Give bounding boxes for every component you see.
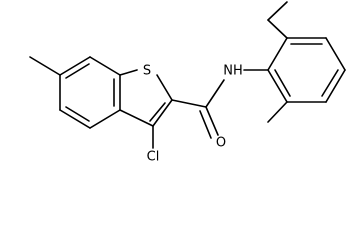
bond <box>267 101 288 123</box>
sulfur-atom: S <box>143 64 151 79</box>
chemical-structure-diagram: S NH O Cl <box>29 1 346 165</box>
bond <box>171 99 207 108</box>
double-bond-inner <box>149 102 166 122</box>
bond <box>59 109 91 129</box>
bond <box>29 56 61 76</box>
atom-label-layer: S NH O Cl <box>143 64 243 165</box>
carbonyl-oxygen-atom: O <box>216 136 226 151</box>
bond <box>325 37 346 71</box>
amide-nh-label: NH <box>223 64 243 79</box>
bond <box>267 19 288 39</box>
chlorine-label: Cl <box>147 150 160 165</box>
double-bond-inner <box>321 69 339 97</box>
bond <box>89 109 121 129</box>
sulfur-label: S <box>143 64 151 79</box>
double-bond-inner <box>199 110 212 139</box>
oxygen-label: O <box>216 136 226 151</box>
bond <box>267 37 288 71</box>
bond <box>119 69 138 76</box>
bond <box>205 79 225 108</box>
bond <box>156 74 173 101</box>
double-bond-inner <box>65 63 90 79</box>
double-bond-inner <box>65 106 90 122</box>
bond <box>205 106 219 136</box>
bond <box>119 109 154 127</box>
amide-nitrogen-atom: NH <box>223 64 243 79</box>
bond <box>152 99 173 127</box>
bond <box>267 1 288 21</box>
bond <box>325 69 346 103</box>
bond <box>59 56 91 76</box>
bond-layer <box>29 1 346 149</box>
double-bond-inner <box>274 69 291 97</box>
bond <box>89 56 121 76</box>
bond <box>267 69 288 103</box>
chlorine-atom: Cl <box>147 150 160 165</box>
